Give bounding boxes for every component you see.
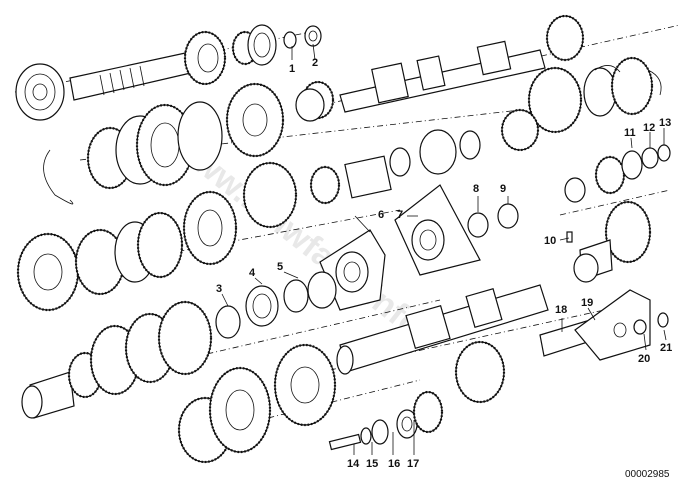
callout-labels: 1 2 3 4 5 6 7 8 9 10 11 12 13 14 15 16 1… [216,57,672,470]
callout-17: 17 [407,458,419,470]
callout-7: 7 [397,209,403,221]
callout-10: 10 [544,235,556,247]
third-row-gears [16,190,238,312]
callout-21: 21 [660,342,672,354]
callout-16: 16 [388,458,400,470]
bottom-left-gears [21,300,213,419]
callout-4: 4 [249,267,256,279]
bearing-washer-stack [564,144,671,203]
callout-20: 20 [638,353,650,365]
callout-19: 19 [581,297,593,309]
callout-2: 2 [312,57,318,69]
bottom-small-parts [328,390,444,451]
washers-3-4-5 [215,271,337,339]
drawing-number: 00002985 [625,469,670,480]
centre-bearing-row [242,108,540,229]
countershaft-right [573,200,652,283]
callout-14: 14 [347,458,360,470]
leader-lines [221,43,667,455]
input-shaft-assembly [15,24,322,121]
bottom-centre-gears [177,343,337,464]
callout-12: 12 [643,122,655,134]
callout-9: 9 [500,183,506,195]
callout-13: 13 [659,117,671,129]
callout-18: 18 [555,304,567,316]
callout-8: 8 [473,183,479,195]
output-shaft [336,284,669,404]
callout-6: 6 [378,209,384,221]
callout-15: 15 [366,458,378,470]
main-shaft-assembly [301,14,662,134]
synchronizer-row [43,82,325,205]
callout-5: 5 [277,261,283,273]
callout-1: 1 [289,63,295,75]
callout-11: 11 [624,127,636,139]
callout-3: 3 [216,283,222,295]
